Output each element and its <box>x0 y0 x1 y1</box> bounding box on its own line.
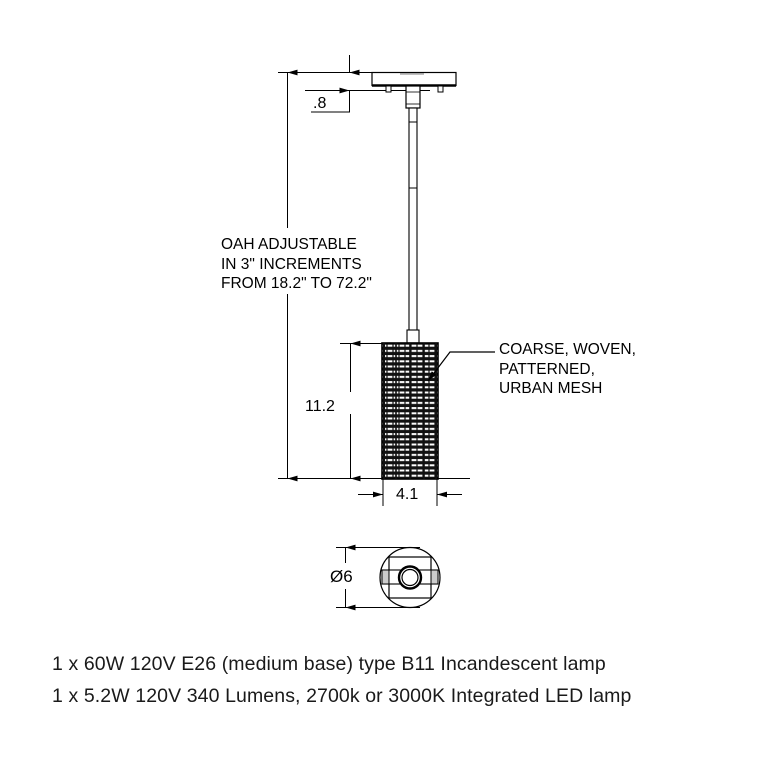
note-oah-line3: FROM 18.2" TO 72.2" <box>221 275 372 292</box>
note-oah-adjustable: OAH ADJUSTABLE IN 3" INCREMENTS FROM 18.… <box>221 235 372 294</box>
canopy-plate <box>371 71 457 87</box>
leader-line-mesh <box>427 351 495 382</box>
note-mesh-callout: COARSE, WOVEN, PATTERNED, URBAN MESH <box>499 340 636 399</box>
dimension-canopy-thickness-group <box>311 55 360 113</box>
note-oah-line2: IN 3" INCREMENTS <box>221 255 362 273</box>
mesh-callout-leader <box>427 351 495 382</box>
dimension-label-shade-height: 11.2 <box>305 398 335 415</box>
dimension-label-shade-width: 4.1 <box>396 486 419 503</box>
canopy-screw-right <box>437 85 444 93</box>
dimension-label-canopy-diameter: Ø6 <box>330 567 353 586</box>
dimension-label-canopy-thickness: .8 <box>313 95 327 112</box>
canopy-plan-band-cap-left <box>381 569 390 585</box>
canopy-screw-left <box>385 85 392 93</box>
dimension-shade-width-group <box>358 478 462 506</box>
bottom-view-group <box>326 544 441 611</box>
mesh-shade <box>381 342 439 480</box>
stem-rod <box>408 107 418 341</box>
canopy-plan-hub-inner <box>401 568 419 587</box>
leader-canopy-thickness <box>311 108 350 113</box>
dimension-oah-group <box>216 69 366 482</box>
shade-height-text-mask <box>340 392 364 414</box>
stem-connector <box>405 85 421 109</box>
spec-line-incandescent: 1 x 60W 120V E26 (medium base) type B11 … <box>52 653 606 675</box>
oah-text-mask <box>216 228 366 294</box>
note-mesh-line1: COARSE, WOVEN, <box>499 341 636 358</box>
note-mesh-line3: URBAN MESH <box>499 380 603 397</box>
stem-shade-fitter <box>406 329 420 344</box>
canopy-plan-band-cap-right <box>430 569 439 585</box>
dimension-shade-height-group <box>340 340 364 482</box>
stem-assembly <box>406 107 420 344</box>
note-oah-line1: OAH ADJUSTABLE <box>221 236 357 253</box>
lamp-specifications: 1 x 60W 120V E26 (medium base) type B11 … <box>52 648 752 712</box>
note-mesh-line2: PATTERNED, <box>499 360 595 378</box>
dia-text-mask <box>326 563 360 589</box>
spec-line-led: 1 x 5.2W 120V 340 Lumens, 2700k or 3000K… <box>52 685 632 707</box>
